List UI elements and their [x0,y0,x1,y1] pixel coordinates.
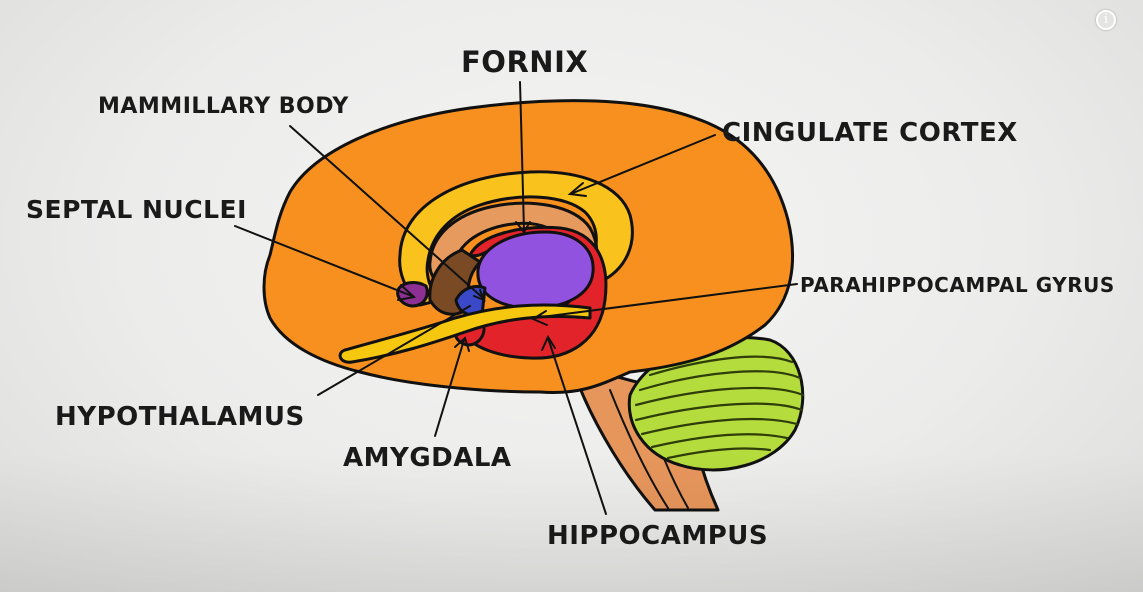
leader-mammillary-body [289,125,484,299]
leader-amygdala-tip [454,336,470,352]
label-mammillary-body: MAMMILLARY BODY [98,94,349,119]
leader-hypothalamus [317,305,471,396]
leader-fornix-tip [515,221,531,234]
leader-septal-nuclei-tip [397,284,417,301]
leader-fornix [519,81,525,231]
label-hypothalamus: HYPOTHALAMUS [55,402,305,432]
info-icon[interactable]: i [1096,10,1116,30]
label-cingulate-cortex: CINGULATE CORTEX [722,118,1018,148]
label-fornix: FORNIX [461,45,589,79]
label-septal-nuclei: SEPTAL NUCLEI [26,195,247,224]
label-parahippocampal-gyrus: PARAHIPPOCAMPAL GYRUS [800,273,1115,297]
leader-cingulate-cortex [572,134,716,194]
leader-septal-nuclei [234,225,413,297]
leader-hippocampus [547,337,607,515]
label-hippocampus: HIPPOCAMPUS [547,521,769,551]
fornix-core [476,230,595,310]
leader-hippocampus-tip [541,334,556,351]
leader-parahippocampal-gyrus-tip [530,310,548,326]
leader-parahippocampal-gyrus [533,283,798,319]
leader-cingulate-cortex-tip [567,182,587,197]
leader-mammillary-body-tip [473,289,486,302]
cingulate-gyrus [398,170,634,307]
leader-amygdala [434,339,465,437]
label-amygdala: AMYGDALA [343,443,512,473]
